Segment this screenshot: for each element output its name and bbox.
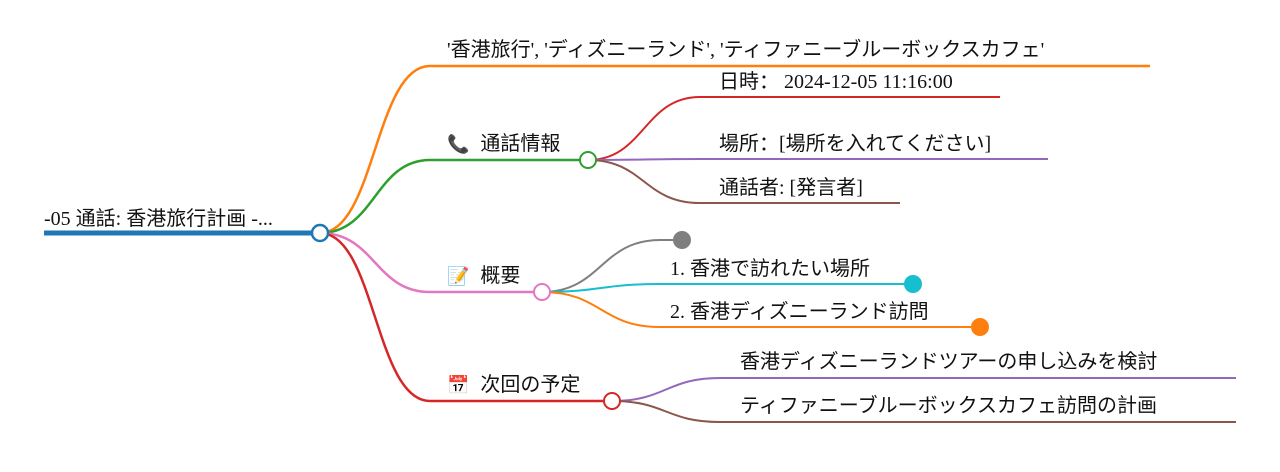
link-keywords xyxy=(319,64,1150,235)
summary-node[interactable]: 📝 概要 xyxy=(447,264,520,287)
next-plans-toggle[interactable] xyxy=(603,392,621,410)
link-summary xyxy=(319,231,542,294)
calendar-icon: 📅 xyxy=(447,374,469,396)
root-label[interactable]: -05 通話: 香港旅行計画 -... xyxy=(44,207,273,230)
disney-visit-dot[interactable] xyxy=(971,318,989,336)
link-next-plans xyxy=(319,231,612,403)
link-empty-item xyxy=(541,239,682,293)
link-place xyxy=(587,158,1048,161)
cafe-plan-label[interactable]: ティファニーブルーボックスカフェ訪問の計画 xyxy=(740,393,1157,417)
disney-visit-label[interactable]: 2. 香港ディズニーランド訪問 xyxy=(670,300,929,323)
phone-icon: 📞 xyxy=(447,132,470,155)
tour-application-label[interactable]: 香港ディズニーランドツアーの申し込みを検討 xyxy=(740,350,1157,373)
summary-label: 概要 xyxy=(480,264,520,287)
summary-toggle[interactable] xyxy=(533,283,551,301)
speaker-label[interactable]: 通話者: [発言者] xyxy=(719,176,863,199)
links xyxy=(44,64,1236,423)
next-plans-label: 次回の予定 xyxy=(480,373,580,396)
link-disney-visit xyxy=(541,291,980,328)
place-to-visit-dot[interactable] xyxy=(904,275,922,293)
link-place-to-visit xyxy=(541,283,913,293)
link-speaker xyxy=(587,159,900,204)
link-call-info xyxy=(319,158,588,235)
call-info-label: 通話情報 xyxy=(480,132,560,155)
root-toggle[interactable] xyxy=(310,223,330,243)
datetime-label[interactable]: 日時： 2024-12-05 11:16:00 xyxy=(719,70,953,93)
next-plans-node[interactable]: 📅 次回の予定 xyxy=(447,373,580,396)
link-cafe-plan xyxy=(611,400,1236,423)
empty-item-dot[interactable] xyxy=(673,231,691,249)
place-to-visit-label[interactable]: 1. 香港で訪れたい場所 xyxy=(670,257,870,280)
link-tour-application xyxy=(611,377,1236,402)
link-datetime xyxy=(587,96,1000,161)
call-info-node[interactable]: 📞 通話情報 xyxy=(447,132,560,155)
memo-icon: 📝 xyxy=(447,265,469,287)
place-label[interactable]: 場所：[場所を入れてください] xyxy=(719,132,991,155)
call-info-toggle[interactable] xyxy=(579,151,597,169)
keywords-label[interactable]: '香港旅行', 'ディズニーランド', 'ティファニーブルーボックスカフェ' xyxy=(447,37,1044,61)
